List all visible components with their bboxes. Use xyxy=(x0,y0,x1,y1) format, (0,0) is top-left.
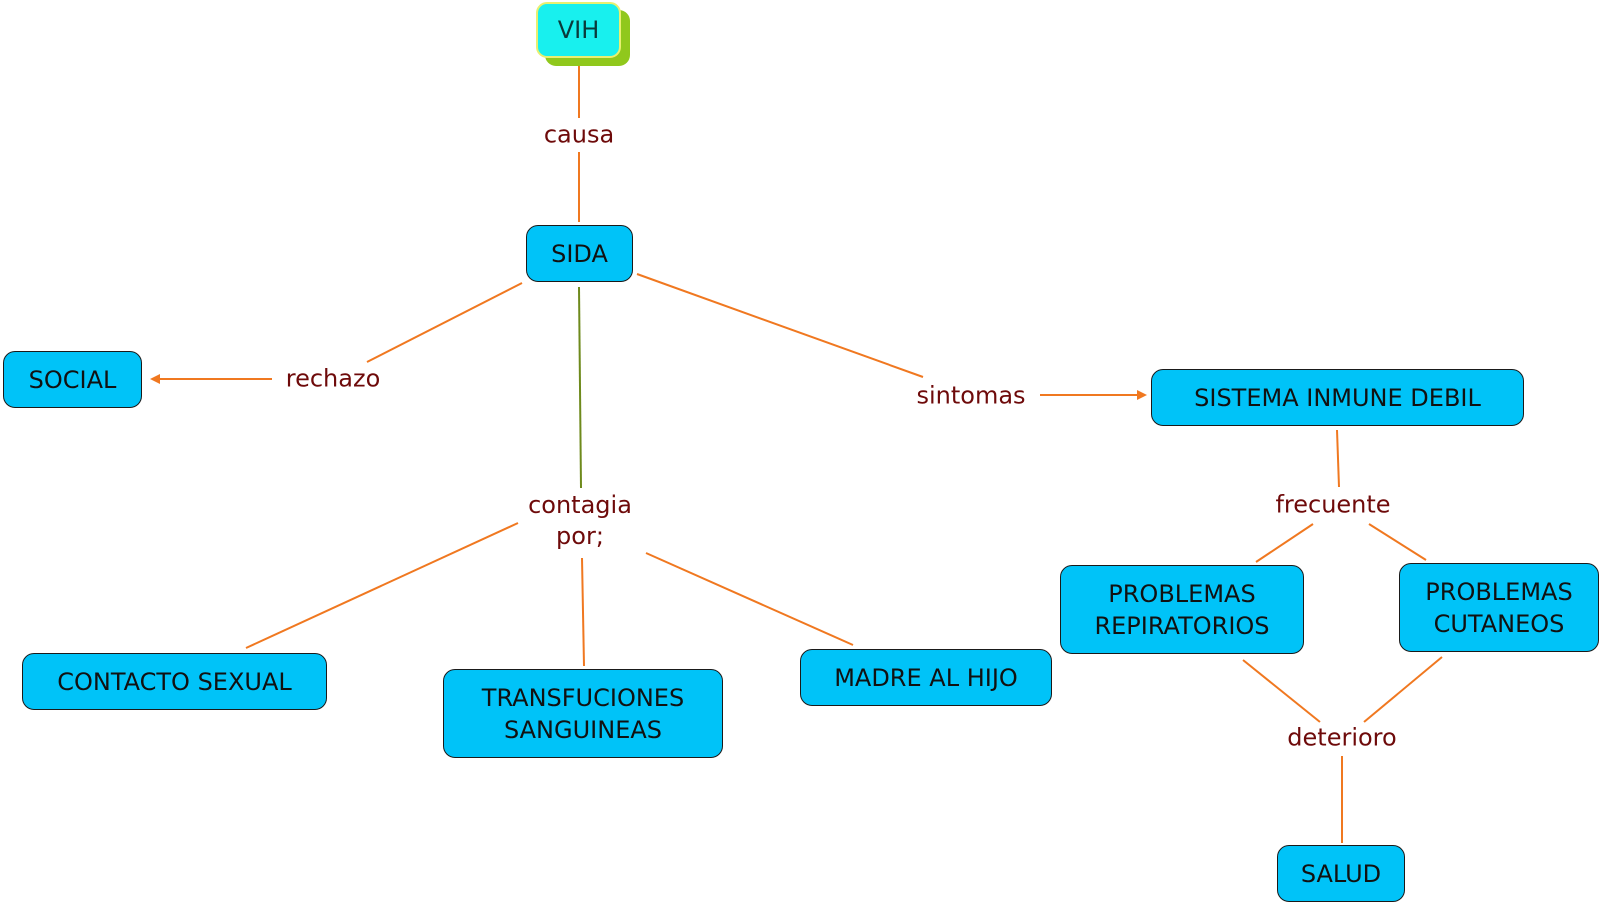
node-transfuciones-label: TRANSFUCIONES SANGUINEAS xyxy=(481,683,685,744)
node-madre-al-hijo[interactable]: MADRE AL HIJO xyxy=(800,649,1052,706)
node-problemas-respiratorios[interactable]: PROBLEMAS REPIRATORIOS xyxy=(1060,565,1304,654)
node-cutaneos-label: PROBLEMAS CUTANEOS xyxy=(1425,577,1573,638)
link-label-contagia-por: contagia por; xyxy=(524,490,636,552)
node-madre-label: MADRE AL HIJO xyxy=(834,663,1018,692)
line-sistema-frecuente xyxy=(1336,429,1340,488)
link-label-rechazo: rechazo xyxy=(281,363,385,395)
root-node-label: VIH xyxy=(557,16,600,44)
node-contacto-label: CONTACTO SEXUAL xyxy=(57,667,292,696)
node-salud-label: SALUD xyxy=(1300,859,1382,888)
line-respiratorios-deterioro xyxy=(1242,659,1321,723)
link-label-causa: causa xyxy=(539,119,619,151)
line-contagia-transfuciones xyxy=(581,557,585,667)
node-problemas-cutaneos[interactable]: PROBLEMAS CUTANEOS xyxy=(1399,563,1599,652)
node-salud[interactable]: SALUD xyxy=(1277,845,1405,902)
node-social-label: SOCIAL xyxy=(28,365,117,394)
root-node-vih[interactable]: VIH xyxy=(536,2,621,58)
node-transfuciones-sanguineas[interactable]: TRANSFUCIONES SANGUINEAS xyxy=(443,669,723,758)
node-social[interactable]: SOCIAL xyxy=(3,351,142,408)
line-sida-sintomas xyxy=(636,273,924,378)
node-sida[interactable]: SIDA xyxy=(526,225,633,282)
node-sida-label: SIDA xyxy=(551,239,608,268)
node-sistema-label: SISTEMA INMUNE DEBIL xyxy=(1194,383,1481,412)
line-contagia-madre xyxy=(645,552,854,646)
node-respiratorios-label: PROBLEMAS REPIRATORIOS xyxy=(1094,579,1270,640)
link-label-frecuente: frecuente xyxy=(1271,489,1395,521)
node-sistema-inmune-debil[interactable]: SISTEMA INMUNE DEBIL xyxy=(1151,369,1524,426)
line-cutaneos-deterioro xyxy=(1363,656,1443,723)
line-frecuente-cutaneos xyxy=(1368,523,1427,561)
link-label-sintomas: sintomas xyxy=(912,380,1030,412)
line-contagia-contacto xyxy=(245,522,519,649)
line-sida-rechazo xyxy=(366,282,523,363)
link-label-deterioro: deterioro xyxy=(1283,722,1401,754)
node-contacto-sexual[interactable]: CONTACTO SEXUAL xyxy=(22,653,327,710)
line-frecuente-respiratorios xyxy=(1255,523,1314,563)
line-sida-contagia xyxy=(578,286,582,489)
